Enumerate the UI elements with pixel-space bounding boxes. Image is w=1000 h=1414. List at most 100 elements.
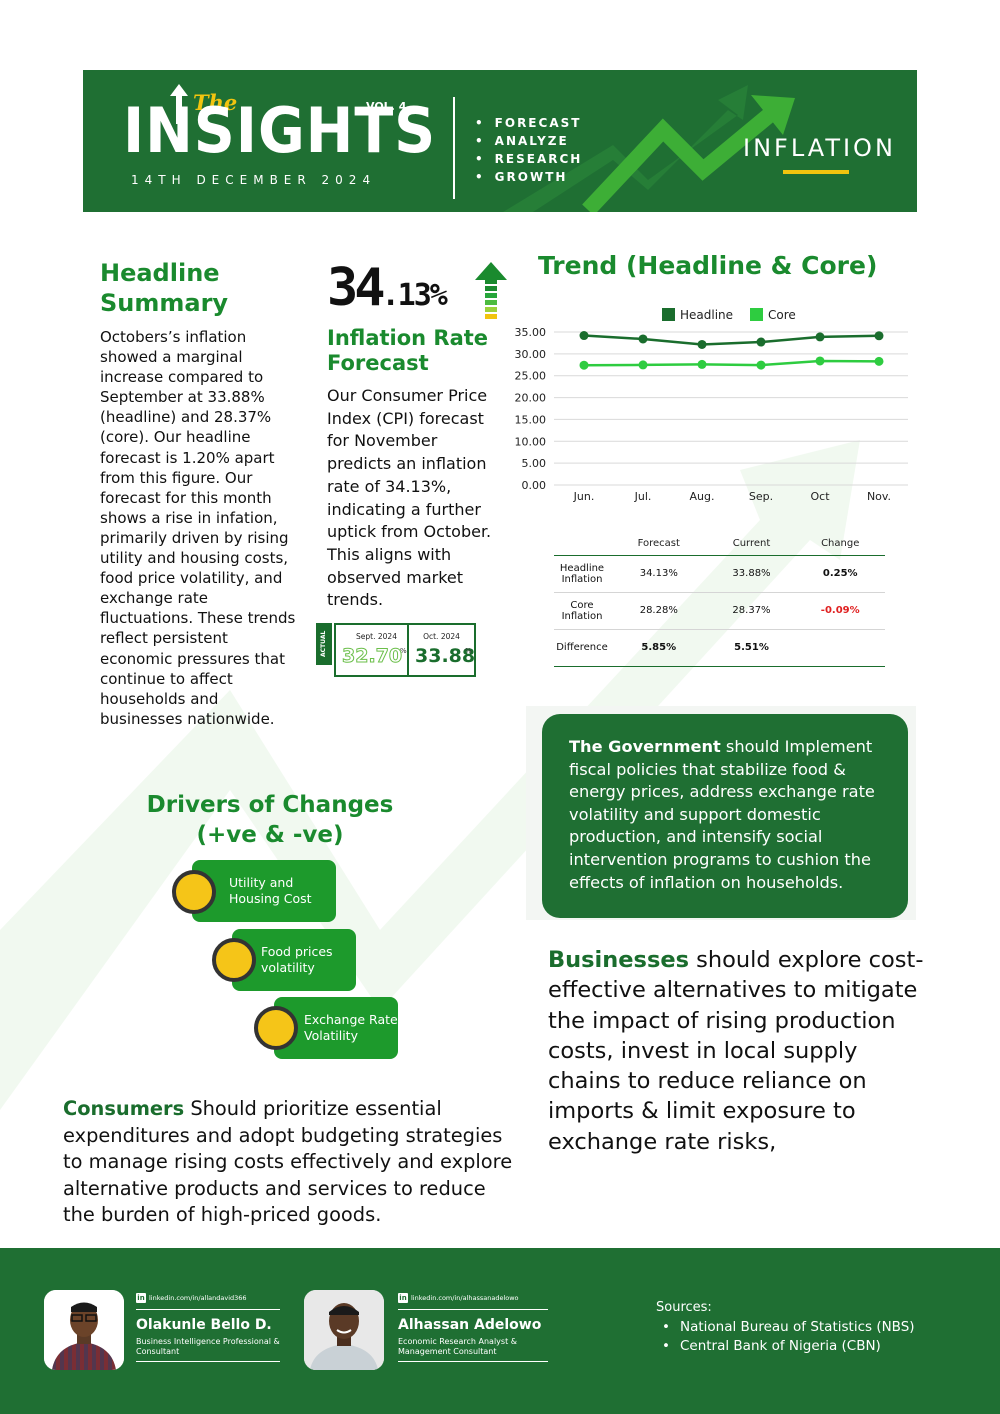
masthead: The INSIGHTS VOL. 4 14TH DECEMBER 2024 F… — [83, 70, 917, 212]
table-header-cell: Change — [795, 533, 885, 556]
issue-date: 14TH DECEMBER 2024 — [131, 173, 377, 187]
x-tick-label: Sep. — [749, 490, 773, 503]
forecast-value-integer: 34 — [327, 258, 386, 318]
table-cell-change: -0.09% — [795, 592, 885, 630]
x-tick-label: Nov. — [867, 490, 891, 503]
table-cell-change: 0.25% — [795, 555, 885, 593]
series-line — [583, 334, 880, 346]
data-point — [756, 360, 766, 370]
y-tick-label: 20.00 — [515, 392, 547, 405]
source-item: National Bureau of Statistics (NBS) — [662, 1318, 915, 1337]
y-tick-label: 30.00 — [515, 348, 547, 361]
forecast-big-value: 34.13% — [327, 258, 448, 318]
driver-pill: Utility and Housing Cost — [192, 860, 336, 922]
actual-card-label: Oct. 2024 — [423, 632, 460, 641]
consumers-text: Should prioritize essential expenditures… — [63, 1097, 513, 1227]
header-divider — [453, 97, 455, 199]
y-tick-label: 25.00 — [515, 370, 547, 383]
data-point — [697, 359, 707, 369]
series-line — [583, 359, 880, 367]
businesses-text: should explore cost-effective alternativ… — [548, 947, 924, 1155]
logo-the: The — [193, 90, 238, 115]
avatar — [44, 1290, 124, 1370]
data-point — [579, 360, 589, 370]
y-tick-label: 5.00 — [522, 457, 547, 470]
driver-dot-icon — [172, 870, 216, 914]
data-point — [638, 334, 648, 344]
table-cell: 34.13% — [610, 555, 708, 593]
actual-card-value: 33.88 — [415, 645, 476, 667]
table-row: Core Inflation 28.28% 28.37% -0.09% — [554, 592, 885, 630]
topic-title: INFLATION — [743, 134, 896, 162]
actual-card-oct: Oct. 2024 33.88 % — [407, 623, 476, 677]
actual-card-value: 32.70 — [341, 645, 403, 668]
logo-wordmark: INSIGHTS — [123, 94, 437, 167]
header-bullet-list: FORECAST ANALYZE RESEARCH GROWTH — [475, 114, 582, 186]
data-point — [756, 337, 766, 347]
y-tick-label: 0.00 — [522, 479, 547, 492]
sources-list: National Bureau of Statistics (NBS) Cent… — [662, 1318, 915, 1356]
data-point — [579, 331, 589, 341]
table-cell: 28.28% — [610, 592, 708, 630]
table-row-label: Core Inflation — [554, 592, 610, 630]
table-cell — [795, 629, 885, 667]
government-recommendation: The Government should Implement fiscal p… — [542, 714, 908, 918]
actual-tag: ACTUAL — [316, 623, 332, 665]
trend-line-chart: 0.005.0010.0015.0020.0025.0030.0035.00Ju… — [515, 308, 908, 503]
data-point — [815, 332, 825, 342]
volume-label: VOL. 4 — [366, 100, 407, 113]
author-divider — [136, 1309, 280, 1310]
topic-underline — [783, 170, 849, 174]
legend-label: Headline — [680, 308, 733, 322]
logo-arrow-icon — [170, 84, 188, 124]
driver-dot-icon — [254, 1006, 298, 1050]
table-cell: 33.88% — [707, 555, 796, 593]
data-point — [874, 356, 884, 366]
source-item: Central Bank of Nigeria (CBN) — [662, 1337, 915, 1356]
headline-summary-title: Headline Summary — [100, 259, 229, 317]
legend-label: Core — [768, 308, 796, 322]
linkedin-icon: in — [398, 1293, 408, 1303]
data-point — [638, 360, 648, 370]
author-divider — [398, 1361, 548, 1362]
businesses-lead: Businesses — [548, 947, 689, 973]
table-cell: 5.85% — [610, 629, 708, 667]
actual-card-unit: % — [400, 647, 407, 655]
data-point — [697, 339, 707, 349]
author-name: Olakunle Bello D. — [136, 1317, 272, 1333]
table-header-cell — [554, 533, 610, 556]
legend-swatch — [662, 308, 675, 321]
table-header-cell: Forecast — [610, 533, 708, 556]
x-tick-label: Aug. — [690, 490, 715, 503]
data-point — [815, 356, 825, 366]
author-role: Business Intelligence Professional & Con… — [136, 1337, 280, 1356]
consumers-recommendation: Consumers Should prioritize essential ex… — [63, 1096, 513, 1229]
actual-card-unit: % — [465, 647, 472, 655]
header-bullet: GROWTH — [475, 168, 582, 186]
actual-card-label: Sept. 2024 — [356, 632, 397, 641]
table-header-row: Forecast Current Change — [554, 533, 885, 556]
forecast-value-decimal: .13% — [381, 278, 448, 313]
linkedin-url[interactable]: linkedin.com/in/alhassanadelowo — [411, 1294, 519, 1302]
author-photo — [304, 1290, 384, 1370]
linkedin-url[interactable]: linkedin.com/in/allandavid366 — [149, 1294, 247, 1302]
forecast-title: Inflation Rate Forecast — [327, 326, 489, 375]
government-text: should Implement fiscal policies that st… — [569, 737, 875, 892]
businesses-recommendation: Businesses should explore cost-effective… — [548, 945, 928, 1157]
y-tick-label: 35.00 — [515, 326, 547, 339]
author-photo — [44, 1290, 124, 1370]
driver-dot-icon — [212, 938, 256, 982]
forecast-summary-table: Forecast Current Change Headline Inflati… — [554, 533, 885, 667]
table-header-cell: Current — [707, 533, 796, 556]
author-name: Alhassan Adelowo — [398, 1317, 542, 1333]
government-lead: The Government — [569, 737, 721, 756]
table-row-label: Headline Inflation — [554, 555, 610, 593]
y-tick-label: 15.00 — [515, 413, 547, 426]
table-row-label: Difference — [554, 629, 610, 667]
author-divider — [398, 1309, 548, 1310]
arrow-up-icon — [475, 262, 507, 319]
